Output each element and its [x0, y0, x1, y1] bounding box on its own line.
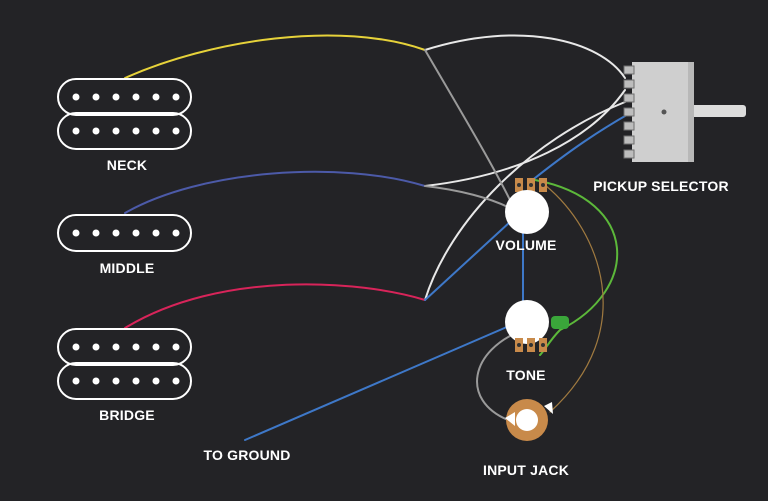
wire-bridge-hot [124, 283, 426, 329]
middle-pickup [57, 214, 192, 252]
pickup-selector-label: PICKUP SELECTOR [593, 178, 729, 194]
bridge-label: BRIDGE [99, 407, 155, 423]
tone-capacitor [551, 316, 569, 329]
wire-white-bridge-to-selector [424, 101, 626, 301]
wire-blue-to-volume [424, 209, 524, 301]
wire-gray-middle-to-volume [424, 185, 511, 209]
to-ground-label: TO GROUND [203, 447, 291, 463]
neck-pickup [57, 78, 192, 150]
volume-label: VOLUME [495, 237, 557, 253]
tone-label: TONE [506, 367, 546, 383]
input-jack [505, 399, 553, 441]
tone-pot [505, 300, 569, 352]
wire-green [534, 179, 619, 356]
wire-blue-to-ground [244, 319, 524, 441]
wire-white-middle-to-selector [424, 89, 626, 187]
wire-brown [544, 184, 604, 413]
middle-label: MIDDLE [99, 260, 155, 276]
volume-pot [505, 178, 549, 234]
bridge-pickup [57, 328, 192, 400]
input-jack-label: INPUT JACK [482, 462, 570, 478]
wire-gray-tone-to-jack [476, 329, 524, 421]
wire-white-top-to-selector [424, 34, 626, 79]
wire-neck-hot [124, 34, 426, 79]
wire-gray-to-volume [424, 49, 511, 201]
wire-blue-selector-out [529, 111, 633, 183]
wire-middle-hot [124, 170, 426, 214]
neck-label: NECK [106, 157, 148, 173]
pickup-selector-switch [623, 62, 746, 162]
